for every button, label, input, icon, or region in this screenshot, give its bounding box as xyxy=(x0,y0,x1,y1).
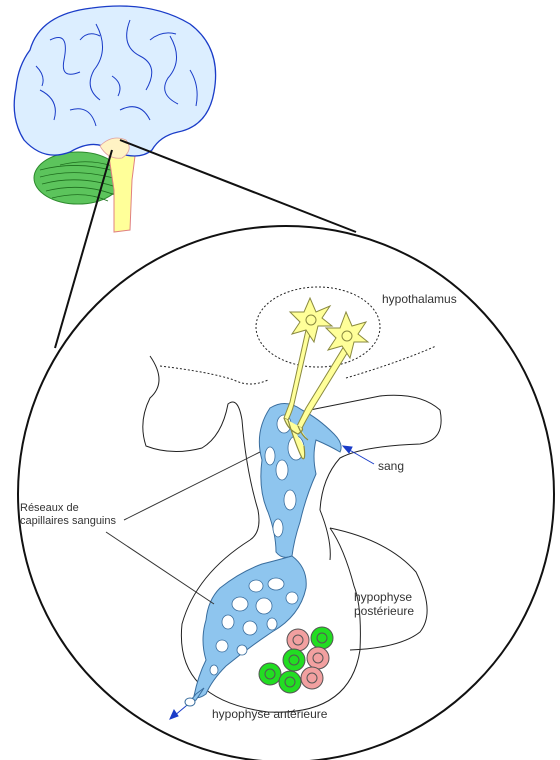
green-cell xyxy=(259,663,281,685)
anterior-pituitary-label: hypophyse antérieure xyxy=(212,707,327,721)
capillary-networks-label-line2: capillaires sanguins xyxy=(20,515,116,528)
pink-cell xyxy=(301,667,323,689)
capillary-networks-label: Réseaux de capillaires sanguins xyxy=(20,502,116,528)
sang-label: sang xyxy=(378,459,404,473)
hypothalamus-label: hypothalamus xyxy=(382,292,457,306)
brain-illustration xyxy=(14,6,215,232)
pink-cell xyxy=(287,629,309,651)
neuron-nucleus-2 xyxy=(342,331,352,341)
posterior-pituitary-label-line2: postérieure xyxy=(354,604,414,618)
green-cell xyxy=(311,627,333,649)
pink-cell xyxy=(307,647,329,669)
posterior-pituitary-label: hypophyse postérieure xyxy=(354,590,414,618)
posterior-pituitary-label-line1: hypophyse xyxy=(354,590,414,604)
cerebrum xyxy=(14,6,215,156)
green-cell xyxy=(283,649,305,671)
capillary-networks-label-line1: Réseaux de xyxy=(20,502,116,515)
green-cell xyxy=(279,671,301,693)
neuron-nucleus-1 xyxy=(306,315,316,325)
